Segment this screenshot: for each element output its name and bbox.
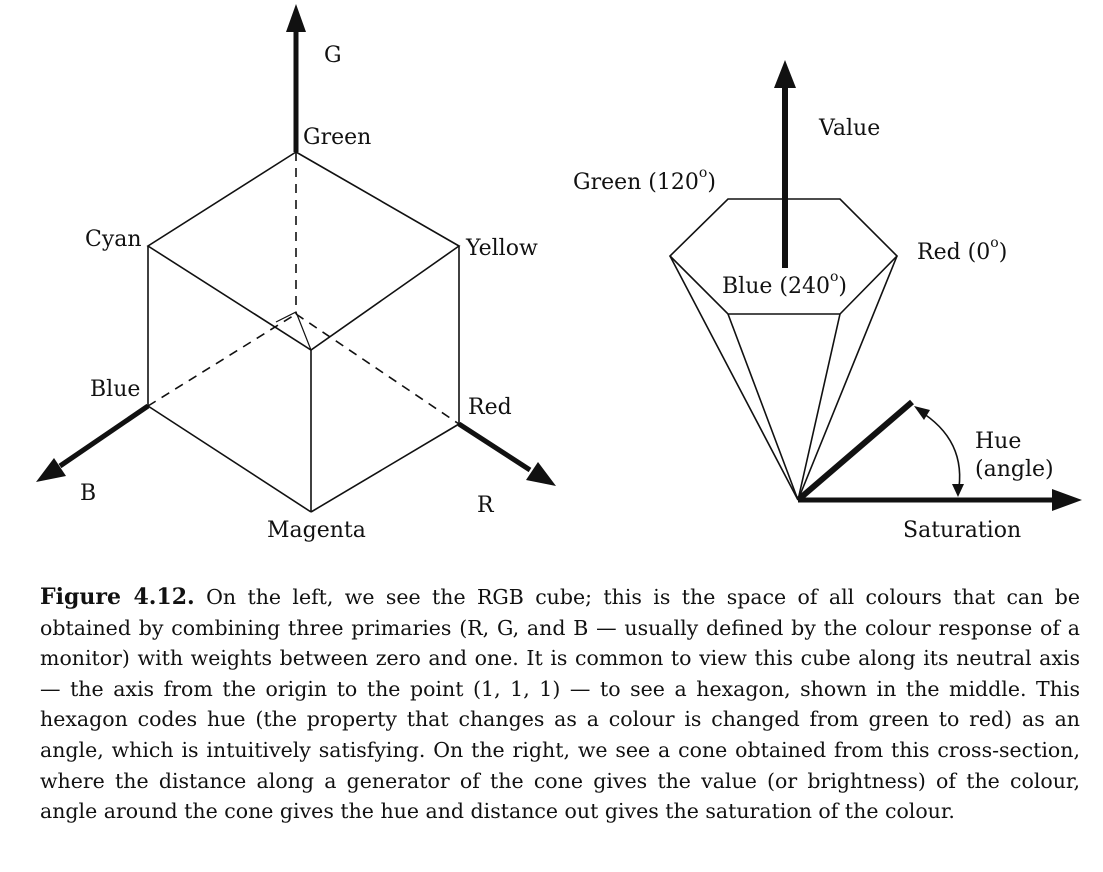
caption-label: Figure 4.12. [40,584,195,610]
r-axis-arrowhead [526,462,556,486]
hue-ray [796,399,914,503]
figure-illustration: G Green Cyan Yellow Blue Red B R Magenta… [36,4,1082,543]
b-axis-arrowhead [36,458,66,482]
hsv-cone [668,198,899,501]
cone-red-label: Red (0o) [917,235,1007,265]
rgb-cube [146,151,461,513]
cube-axis-b-label: B [80,481,96,506]
b-axis [58,403,150,469]
hue-angle-arc [917,409,961,495]
cube-vertex-green-label: Green [303,125,371,150]
hue-arc-arrowhead-bottom [952,484,964,497]
cube-hidden-edges [147,152,460,425]
caption-text: On the left, we see the RGB cube; this i… [40,585,1080,824]
figure-caption: Figure 4.12. On the left, we see the RGB… [40,582,1080,827]
value-axis-arrowhead [774,60,796,88]
cube-inner-corner [275,311,312,351]
cube-axis-g-label: G [324,43,342,68]
cone-green-label: Green (120o) [573,165,716,195]
r-axis [457,421,532,473]
cube-vertex-yellow-label: Yellow [465,236,538,261]
cone-hue-sub-label: (angle) [975,457,1054,482]
cone-value-label: Value [818,116,880,141]
cone-blue-label: Blue (240o) [722,269,847,299]
cube-top-face [146,151,461,351]
cube-vertex-cyan-label: Cyan [85,227,142,252]
cone-saturation-label: Saturation [903,518,1021,543]
cube-vertex-red-label: Red [468,395,512,420]
hue-arc-arrowhead-top [914,406,930,420]
cone-generators [669,255,898,501]
cube-edge-bottom-left [147,405,312,513]
cube-axes [36,4,556,486]
cube-edge-bottom-right [310,423,460,513]
cone-hue-label: Hue [975,429,1021,454]
cube-vertex-magenta-label: Magenta [267,518,366,543]
g-axis-arrowhead [286,4,306,32]
cone-axes [774,60,1082,511]
cube-axis-r-label: R [477,493,495,518]
cube-vertex-blue-label: Blue [90,377,140,402]
saturation-axis-arrowhead [1052,489,1082,511]
